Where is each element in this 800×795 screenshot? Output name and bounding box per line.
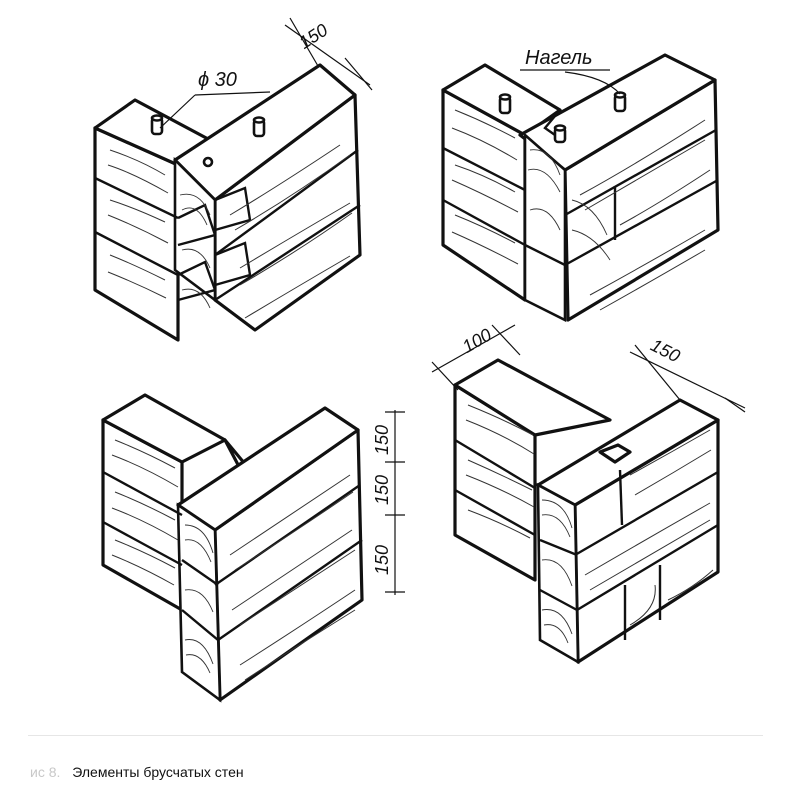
panel-top-right-dowel-corner [441, 53, 720, 323]
dimension-150-right: 150 [647, 335, 683, 366]
dimension-diameter-30: ϕ 30 [198, 69, 237, 91]
dimension-100: 100 [459, 324, 495, 356]
dimension-height-150-1: 150 [372, 425, 392, 455]
figure-number: ис 8. [30, 764, 61, 780]
panel-bottom-left-tongue-joint [101, 393, 405, 703]
dowel-label: Нагель [525, 47, 592, 69]
dimension-height-150-2: 150 [372, 475, 392, 505]
dimension-height-150-3: 150 [372, 545, 392, 575]
figure-title: Элементы брусчатых стен [72, 764, 244, 780]
panel-bottom-right-t-joint [431, 324, 746, 665]
page-divider-line [28, 735, 763, 736]
dimension-width-150-top: 150 [295, 20, 331, 53]
figure-caption: ис 8. Элементы брусчатых стен [30, 764, 244, 780]
panel-top-left-dovetail-corner [93, 17, 373, 342]
